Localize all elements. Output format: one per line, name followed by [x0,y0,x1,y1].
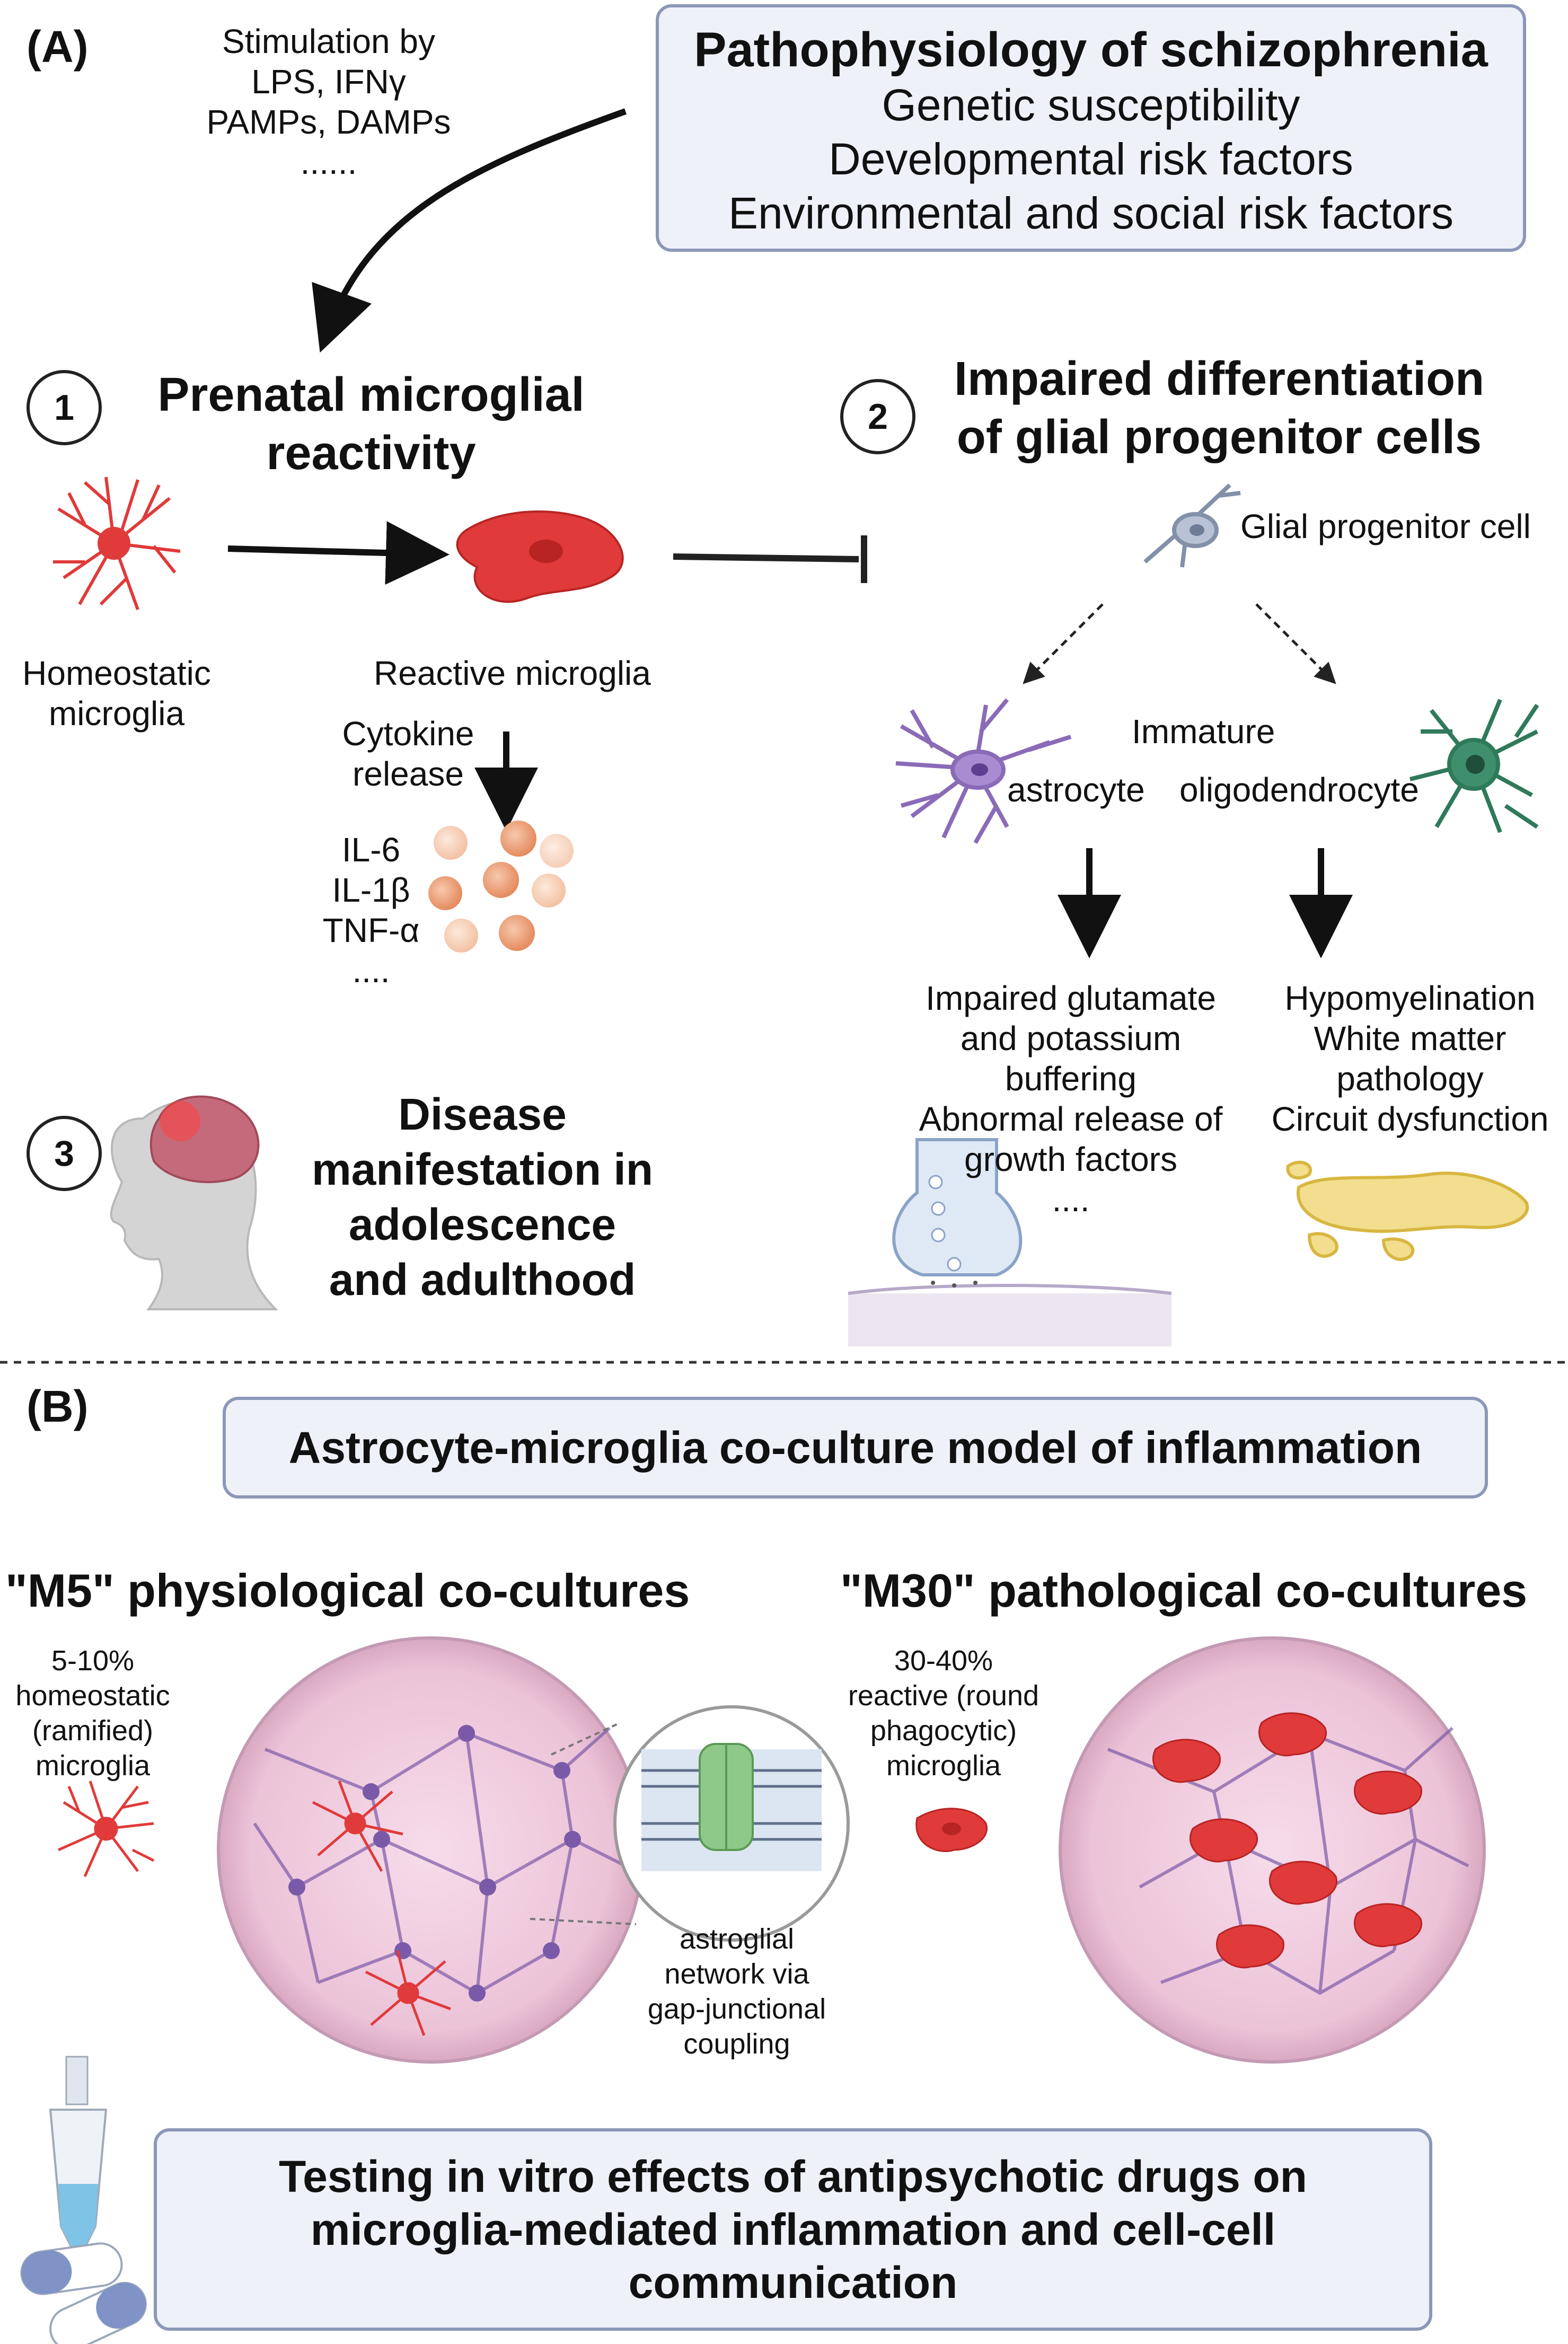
glial-progenitor-label: Glial progenitor cell [1240,507,1531,545]
label-line: coupling [683,2028,790,2060]
stimulation-line: LPS, IFNγ [251,63,406,101]
desc-line: reactive (round [848,1680,1040,1712]
effect-line: Abnormal release of [919,1100,1223,1138]
effect-line: .... [1052,1180,1090,1219]
pathophysiology-box: Pathophysiology of schizophrenia Genetic… [656,4,1526,252]
testing-box: Testing in vitro effects of antipsychoti… [154,2128,1432,2331]
effect-line: pathology [1336,1060,1484,1098]
effect-line: Circuit dysfunction [1271,1100,1549,1138]
effect-line: Impaired glutamate [926,979,1216,1017]
testing-line: microglia-mediated inflammation and cell… [310,2205,1276,2254]
step-3-text: Disease manifestation in adolescence and… [276,1087,689,1307]
stimulation-line: Stimulation by [222,22,435,60]
cytokine-list: IL-6 IL-1β TNF-α .... [313,830,429,991]
inhibition-arrow-icon [673,535,867,583]
oligodendrocyte-icon [1410,699,1539,833]
label-line: network via [664,1958,809,1990]
step-3-line: and adulthood [329,1255,636,1305]
desc-line: microglia [886,1750,1001,1782]
desc-line: 5-10% [51,1645,135,1677]
stimulation-arrow-icon [312,108,627,353]
label-line: release [353,755,464,793]
step-1-title-line: Prenatal microglial [157,368,585,421]
astrocyte-effects: Impaired glutamate and potassium bufferi… [896,978,1246,1220]
panel-b-label: (B) [27,1381,89,1431]
model-title: Astrocyte-microglia co-culture model of … [288,1422,1422,1473]
step-1-title-line: reactivity [266,427,476,480]
head-brain-icon [110,1095,278,1310]
risk-factor-line: Developmental risk factors [829,134,1353,184]
stimulation-line: ...... [300,143,357,181]
step-2-badge: 2 [840,379,915,454]
m30-culture-dish-icon [1059,1636,1486,2064]
gap-junction-label: astroglial network via gap-junctional co… [641,1922,832,2061]
desc-line: microglia [35,1750,151,1782]
gap-junction-icon [530,1705,850,1942]
homeostatic-microglia-icon [53,477,181,611]
cytokine-release-label: Cytokine release [329,713,488,794]
cytokine-item: TNF-α [322,911,420,949]
step-3-line: manifestation in [311,1144,654,1194]
synapse-icon [848,1138,1172,1346]
immature-label: Immature [1132,712,1275,751]
astrocyte-label: astrocyte [1007,771,1145,809]
pipette-tube-icon [49,2056,108,2249]
effect-line: White matter [1314,1019,1507,1058]
homeostatic-microglia-label: Homeostatic microglia [5,653,228,734]
oligodendrocyte-label: oligodendrocyte [1179,771,1419,809]
risk-factor-line: Environmental and social risk factors [728,188,1454,238]
label-line: astroglial [679,1923,795,1955]
reactive-microglia-label: Reactive microglia [374,654,651,692]
step-3-line: Disease [398,1089,567,1139]
dashed-arrow-icon [1255,603,1336,684]
testing-line: Testing in vitro effects of antipsychoti… [279,2152,1307,2201]
m30-microglia-icon [915,1808,988,1852]
effect-line: buffering [1005,1060,1137,1098]
pathophysiology-title: Pathophysiology of schizophrenia [694,23,1488,77]
stimulation-line: PAMPs, DAMPs [206,103,451,141]
glial-progenitor-icon [1143,483,1241,568]
panel-a-label: (A) [27,22,89,72]
myelin-icon [1286,1160,1529,1261]
step-2-title: Impaired differentiation of glial progen… [922,350,1516,466]
dashed-arrow-icon [1023,603,1104,684]
stimulation-text: Stimulation by LPS, IFNγ PAMPs, DAMPs ..… [191,21,466,182]
step-2-title-line: Impaired differentiation [954,353,1485,406]
step-1-title: Prenatal microglial reactivity [133,366,610,482]
label-line: microglia [48,694,185,733]
step-1-badge: 1 [27,370,102,445]
cytokine-item: IL-6 [341,831,401,869]
m30-title: "M30" pathological co-cultures [840,1564,1528,1617]
effect-line: growth factors [964,1140,1177,1178]
capsule-icon [20,2242,147,2344]
m5-microglia-icon [57,1781,155,1878]
step-3-line: adolescence [348,1200,616,1249]
label-line: Cytokine [342,715,474,753]
step-2-title-line: of glial progenitor cells [956,411,1482,464]
effect-line: Hypomyelination [1284,979,1536,1017]
activation-arrow-icon [227,521,450,585]
effect-line: and potassium [960,1019,1182,1058]
reactive-microglia-icon [456,510,624,603]
desc-line: (ramified) [32,1715,154,1747]
desc-line: phagocytic) [870,1715,1017,1747]
cytokine-item: IL-1β [332,871,410,909]
m5-culture-dish-icon [217,1636,644,2064]
testing-line: communication [628,2258,958,2307]
desc-line: 30-40% [894,1645,993,1677]
label-line: gap-junctional [647,1993,826,2025]
label-line: Homeostatic [22,654,211,692]
m5-description: 5-10% homeostatic (ramified) microglia [5,1643,180,1783]
astrocyte-icon [895,698,1072,844]
oligodendrocyte-effects: Hypomyelination White matter pathology C… [1256,978,1564,1139]
m5-title: "M5" physiological co-cultures [5,1564,690,1617]
cytokine-item: .... [352,951,390,990]
cytokine-icon [428,821,574,953]
risk-factor-line: Genetic susceptibility [882,80,1300,130]
model-title-box: Astrocyte-microglia co-culture model of … [223,1397,1488,1499]
step-3-badge: 3 [27,1116,102,1191]
m30-description: 30-40% reactive (round phagocytic) micro… [832,1643,1055,1783]
desc-line: homeostatic [15,1680,170,1712]
